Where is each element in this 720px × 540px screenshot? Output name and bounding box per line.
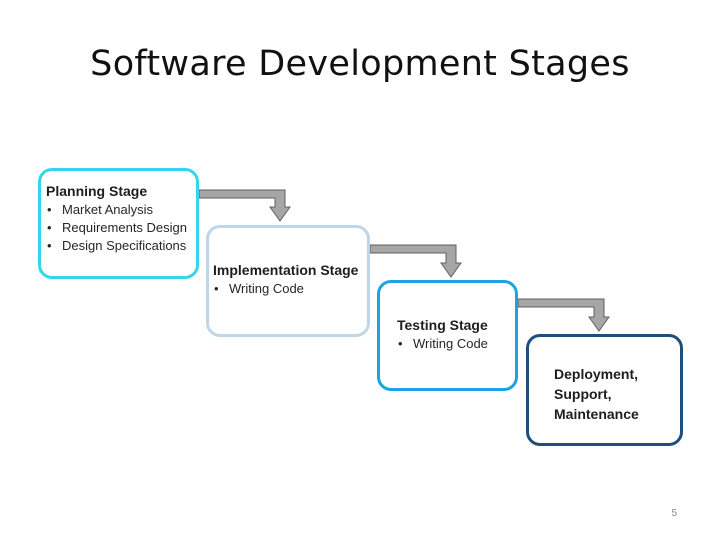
deployment-stage-title-line-2: Support, [554, 386, 612, 402]
planning-stage-title: Planning Stage [46, 183, 148, 199]
implementation-stage-title: Implementation Stage [213, 262, 359, 278]
testing-stage-list: Writing Code [397, 335, 515, 353]
implementation-stage-list: Writing Code [213, 280, 367, 298]
connector-arrow-implementation-to-testing [369, 244, 462, 278]
planning-item-market-analysis: Market Analysis [46, 201, 196, 219]
slide-title: Software Development Stages [90, 44, 630, 84]
implementation-item-writing-code: Writing Code [213, 280, 367, 298]
connector-arrow-planning-to-implementation [198, 189, 291, 222]
page-number: 5 [671, 508, 677, 519]
planning-item-requirements-design: Requirements Design [46, 219, 196, 237]
implementation-stage-box: Implementation Stage Writing Code [206, 225, 370, 337]
deployment-stage-box: Deployment, Support, Maintenance [526, 334, 683, 446]
deployment-stage-title-line-1: Deployment, [554, 366, 639, 382]
deployment-stage-title-line-3: Maintenance [554, 406, 639, 422]
testing-stage-title: Testing Stage [397, 317, 488, 333]
planning-stage-box: Planning Stage Market Analysis Requireme… [38, 168, 199, 279]
planning-item-design-specifications: Design Specifications [46, 237, 196, 255]
testing-item-writing-code: Writing Code [397, 335, 515, 353]
testing-stage-box: Testing Stage Writing Code [377, 280, 518, 391]
planning-stage-list: Market Analysis Requirements Design Desi… [46, 201, 196, 255]
connector-arrow-testing-to-deployment [517, 298, 610, 332]
